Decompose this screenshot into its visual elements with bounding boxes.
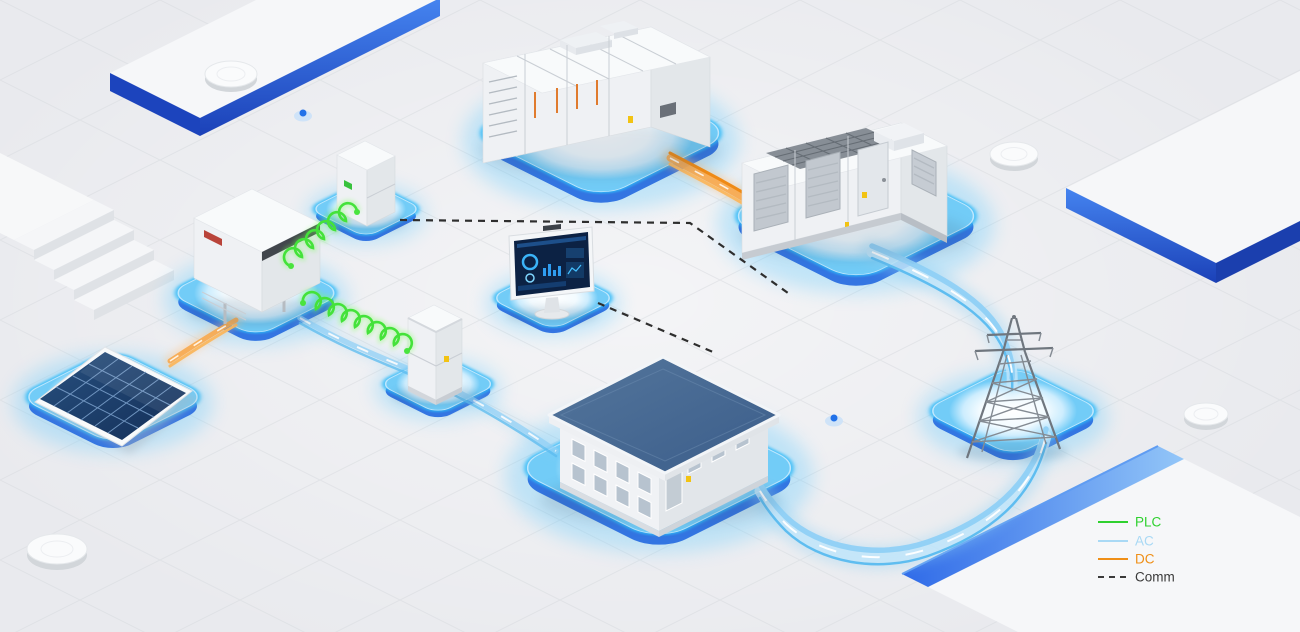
- legend-label-dc: DC: [1135, 552, 1155, 567]
- legend-item-comm: Comm: [1098, 570, 1175, 585]
- pcs-plinth: [742, 213, 901, 260]
- comm-line-logger-to-station: [399, 218, 789, 294]
- battery-cabinet: [392, 304, 480, 406]
- marker-dot: [825, 414, 843, 427]
- pcs-end-details: [911, 149, 937, 197]
- legend-label-ac: AC: [1135, 534, 1154, 549]
- plc-coil-inverter-to-comm-cabinet: [280, 199, 361, 270]
- comm-cabinet-led: [344, 180, 352, 190]
- puck: [1183, 402, 1229, 430]
- plant-building: [540, 355, 781, 537]
- ess-logo-plate: [660, 102, 676, 118]
- ess-door-seams: [524, 36, 633, 154]
- ac-flow-tower-to-building: [748, 424, 1058, 570]
- ess-roof-details: [516, 21, 677, 87]
- legend-item-dc: DC: [1098, 552, 1155, 567]
- ess-battery-container: [480, 21, 720, 178]
- slab-top-right: [1066, 71, 1300, 283]
- building-fascia: [549, 415, 665, 481]
- puck: [989, 141, 1039, 171]
- stairs-structure: [0, 153, 174, 320]
- monitor-stand: [544, 297, 560, 313]
- puck: [26, 533, 88, 570]
- pcs-roof-vents: [766, 123, 924, 169]
- pcs-front-details: [753, 136, 889, 240]
- legend-item-ac: AC: [1098, 534, 1154, 549]
- slab-top-left: [110, 0, 440, 136]
- pv-array: [34, 346, 200, 454]
- comm-line-monitor-to-building: [597, 301, 714, 354]
- legend-label-comm: Comm: [1135, 570, 1175, 585]
- legend: PLC AC DC Comm: [1098, 515, 1175, 585]
- pcs-transformer-station: [740, 122, 970, 261]
- inverter-logo: [204, 230, 222, 246]
- ess-vent-grille: [488, 75, 518, 138]
- marker-dot: [294, 109, 312, 122]
- ac-flow-station-to-tower: [860, 240, 1025, 396]
- transmission-tower: [958, 315, 1068, 462]
- puck: [204, 60, 258, 92]
- legend-label-plc: PLC: [1135, 515, 1162, 530]
- pv-grid-lines: [53, 358, 173, 434]
- monitor-webcam: [543, 224, 561, 231]
- plc-coil-inverter-to-battery-cabinet: [299, 288, 416, 355]
- legend-item-plc: PLC: [1098, 515, 1162, 530]
- building-roof: [547, 355, 781, 475]
- dashboard-widgets: [517, 236, 586, 291]
- monitoring-pc: [507, 224, 597, 324]
